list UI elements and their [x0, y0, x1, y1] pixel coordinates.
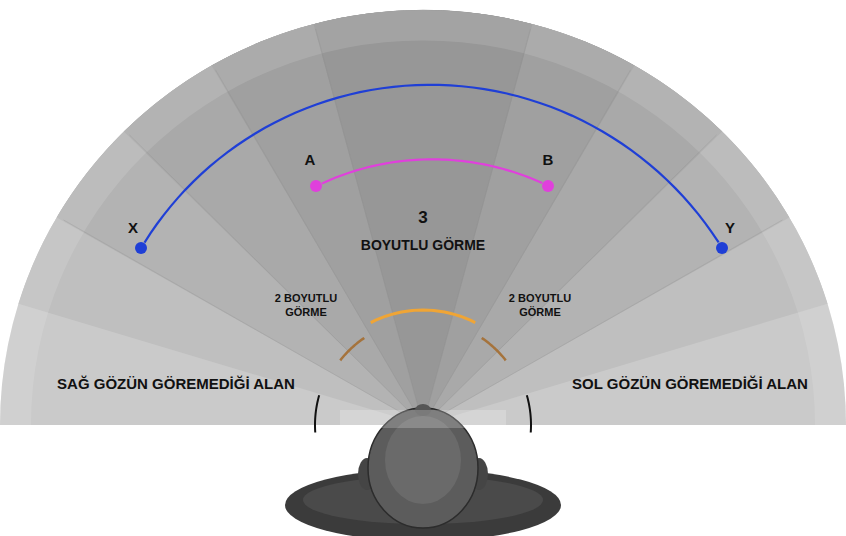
field-wedge: [18, 10, 827, 425]
head-figure: [285, 404, 561, 536]
field-wedge: [0, 10, 846, 425]
field-wedges: [0, 10, 846, 425]
field-arc: [482, 338, 506, 360]
region-label: BOYUTLU GÖRME: [361, 236, 485, 254]
field-ray: [423, 29, 530, 425]
point-marker: B: [542, 180, 554, 192]
blind-area-label: SOL GÖZÜN GÖREMEDİĞİ ALAN: [572, 374, 808, 394]
point-label: X: [128, 220, 138, 237]
point-marker: Y: [716, 242, 728, 254]
field-arc: [315, 395, 319, 432]
field-ray: [316, 29, 423, 425]
point-label: B: [543, 152, 554, 169]
overlay-band: [340, 410, 506, 428]
point-label: A: [305, 152, 316, 169]
rim-band: [0, 10, 846, 425]
blind-area-label: SAĞ GÖZÜN GÖREMEDİĞİ ALAN: [57, 374, 295, 394]
point-marker: X: [135, 242, 147, 254]
region-label: 2 BOYUTLU GÖRME: [500, 291, 580, 320]
field-arc: [371, 310, 475, 323]
region-number: 3: [418, 207, 427, 229]
field-wedge: [212, 10, 635, 425]
field-arc-connector: [145, 85, 719, 243]
field-wedge: [314, 10, 533, 425]
small-arcs: [315, 310, 531, 433]
field-arc-connector: [322, 159, 542, 183]
head-highlight: [385, 416, 461, 504]
point-label: Y: [725, 220, 735, 237]
region-label: 2 BOYUTLU GÖRME: [266, 291, 346, 320]
field-arc: [340, 338, 364, 360]
field-arc: [527, 395, 531, 432]
field-wedge: [57, 10, 790, 425]
point-marker: A: [310, 180, 322, 192]
